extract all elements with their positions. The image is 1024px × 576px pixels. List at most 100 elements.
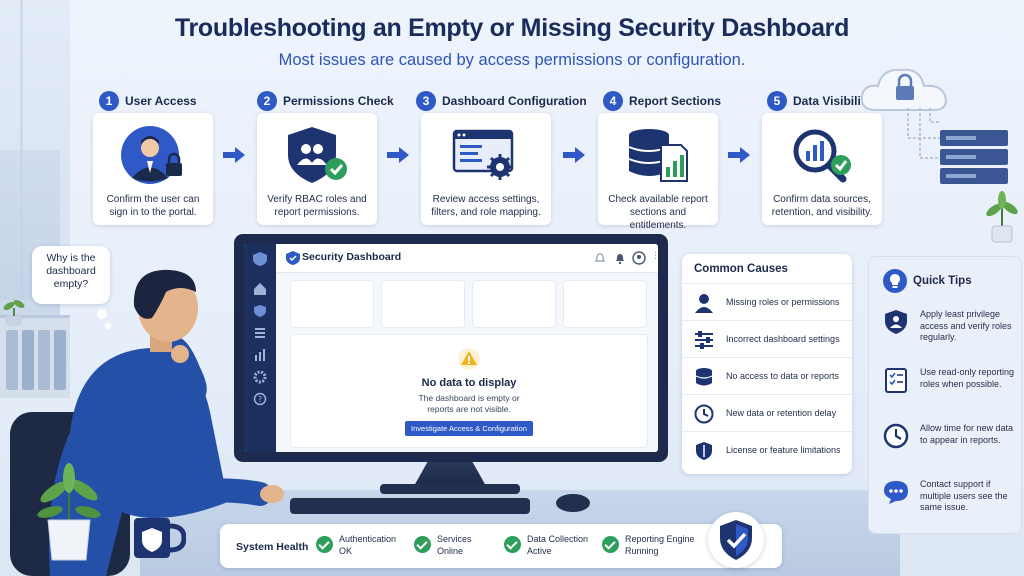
monitor-stand (414, 462, 486, 486)
step-description: Verify RBAC roles and report permissions… (267, 194, 367, 218)
shield-icon[interactable] (253, 304, 267, 318)
health-status: Online (437, 545, 464, 556)
placeholder-card (290, 280, 374, 328)
help-icon[interactable]: ? (253, 392, 267, 406)
tip-text: Apply least privilege access and verify … (920, 309, 1012, 342)
step-4-header: 4 Report Sections (603, 91, 721, 111)
check-circle-icon (602, 536, 619, 553)
checklist-icon (885, 368, 907, 393)
lightbulb-icon (883, 269, 907, 293)
step-label: Data Visibility (793, 94, 872, 108)
shield-badge (708, 512, 764, 568)
page-title: Troubleshooting an Empty or Missing Secu… (174, 14, 850, 42)
arrow-right-icon (728, 147, 750, 163)
step-label: Dashboard Configuration (442, 94, 587, 108)
arrow-right-icon (563, 147, 585, 163)
common-causes-title: Common Causes (694, 263, 788, 275)
shield-check-icon (720, 520, 752, 560)
check-circle-icon (316, 536, 333, 553)
cause-text: New data or retention delay (726, 408, 837, 418)
page-subtitle: Most issues are caused by access permiss… (278, 51, 746, 69)
user-avatar-icon[interactable] (632, 251, 646, 265)
health-label: Data Collection (527, 534, 589, 544)
cause-item: Missing roles or permissions (682, 283, 852, 321)
tip-text: Contact support if multiple users see th… (920, 479, 1008, 512)
dashboard-title: Security Dashboard (302, 251, 402, 263)
cloud-lock-icon (860, 68, 948, 111)
database-icon (695, 368, 713, 386)
step-card-user-access: Confirm the user can sign in to the port… (93, 113, 213, 225)
check-circle-icon (504, 536, 521, 553)
placeholder-card (381, 280, 465, 328)
step-number: 3 (416, 91, 436, 111)
sliders-icon (695, 331, 713, 349)
keyboard (290, 498, 530, 514)
dashboard-sidebar: ? (244, 244, 276, 452)
cause-text: License or feature limitations (726, 445, 841, 455)
home-icon[interactable] (253, 282, 267, 296)
dashboard-topbar: Security Dashboard ⋮ (276, 244, 658, 273)
step-2-header: 2 Permissions Check (257, 91, 394, 111)
potted-plant-icon (37, 463, 101, 561)
arrow-right-icon (223, 147, 245, 163)
health-label: Authentication (339, 534, 397, 544)
bar-chart-icon[interactable] (253, 348, 267, 362)
mug-icon (134, 518, 186, 558)
health-status: Active (527, 545, 552, 556)
bookshelf (0, 315, 70, 398)
shield-user-icon (885, 310, 907, 334)
step-description: Review access settings, filters, and rol… (431, 194, 541, 218)
placeholder-card (563, 280, 647, 328)
step-label: Report Sections (629, 94, 722, 108)
browser-gear-icon (452, 129, 514, 180)
step-number: 5 (767, 91, 787, 111)
clock-icon (694, 404, 714, 424)
step-5-header: 5 Data Visibility (767, 91, 871, 111)
empty-state-title: No data to display (421, 377, 517, 389)
magnifier-chart-icon (793, 129, 851, 183)
investigate-button[interactable]: Investigate Access & Configuration (405, 421, 533, 436)
step-3-header: 3 Dashboard Configuration (416, 91, 587, 111)
empty-state-panel: No data to display The dashboard is empt… (290, 334, 648, 448)
step-description: Check available report sections and enti… (608, 194, 708, 231)
list-icon[interactable] (253, 326, 267, 340)
bell-outline-icon[interactable] (594, 252, 606, 264)
gear-icon[interactable] (253, 370, 267, 384)
tip-text: Allow time for new data to appear in rep… (920, 423, 1014, 445)
health-status: OK (339, 545, 353, 556)
cause-item: New data or retention delay (682, 394, 852, 432)
database-report-icon (628, 129, 688, 182)
clock-icon (883, 423, 909, 449)
step-number: 1 (99, 91, 119, 111)
placeholder-card (472, 280, 556, 328)
cause-text: No access to data or reports (726, 371, 840, 381)
health-label: Reporting Engine (625, 534, 695, 544)
small-plant-icon (3, 300, 25, 326)
step-card-permissions: Verify RBAC roles and report permissions… (257, 113, 377, 225)
mouse (556, 494, 590, 512)
more-icon[interactable]: ⋮ (651, 250, 658, 260)
step-description: Confirm data sources, retention, and vis… (771, 194, 873, 218)
step-card-dashboard-config: Review access settings, filters, and rol… (421, 113, 551, 225)
arrow-right-icon (387, 147, 409, 163)
chat-icon (884, 481, 908, 504)
quick-tips-title: Quick Tips (913, 275, 972, 287)
monitor: ? Security Dashboard ⋮ No data to displa… (234, 234, 668, 462)
system-health-title: System Health (236, 541, 309, 553)
step-card-report-sections: Check available report sections and enti… (598, 113, 718, 231)
step-number: 4 (603, 91, 623, 111)
shield-users-check-icon (288, 127, 347, 183)
warning-icon (458, 348, 480, 370)
user-icon (695, 294, 713, 313)
step-description: Confirm the user can sign in to the port… (106, 194, 200, 218)
step-label: Permissions Check (283, 94, 394, 108)
step-card-data-visibility: Confirm data sources, retention, and vis… (762, 113, 882, 225)
cause-item: No access to data or reports (682, 357, 852, 395)
thought-bubble: Why is the dashboard empty? (32, 246, 110, 304)
bell-icon[interactable] (614, 252, 626, 264)
empty-state-description: The dashboard is empty or reports are no… (418, 393, 520, 414)
